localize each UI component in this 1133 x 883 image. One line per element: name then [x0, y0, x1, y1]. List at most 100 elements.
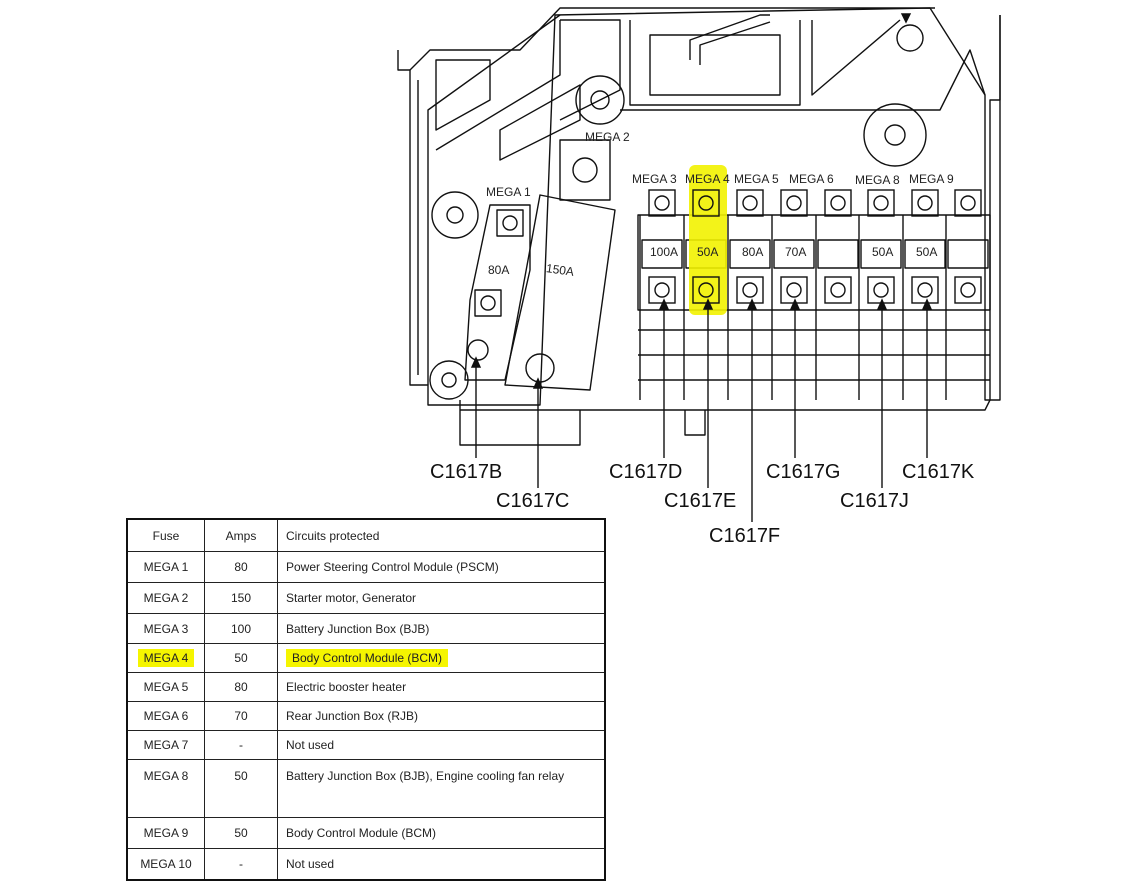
cell-amps: 50 [204, 817, 278, 849]
header-circuits: Circuits protected [277, 518, 606, 552]
cell-circuits: Power Steering Control Module (PSCM) [277, 551, 606, 583]
cell-fuse: MEGA 5 [126, 672, 205, 702]
cell-circuits: Body Control Module (BCM) [277, 817, 606, 849]
terminal-nut [654, 282, 670, 298]
cell-fuse-text: MEGA 9 [143, 826, 189, 840]
connector-label-c1617g: C1617G [766, 461, 841, 483]
cell-amps: 70 [204, 701, 278, 731]
cell-fuse-text: MEGA 2 [143, 591, 189, 605]
connector-label-c1617j: C1617J [840, 490, 909, 512]
connector-label-c1617c: C1617C [496, 490, 569, 512]
terminal-nut [830, 195, 846, 211]
fuse-bottom-terminal [780, 276, 808, 304]
terminal-nut [742, 282, 758, 298]
fuse-top-terminal [780, 189, 808, 217]
cell-circuits: Not used [277, 848, 606, 880]
cell-fuse: MEGA 8 [126, 759, 205, 818]
fuse-top-terminal [824, 189, 852, 217]
fuse-label-mega8: MEGA 8 [855, 173, 900, 187]
terminal-nut [917, 282, 933, 298]
table-row: MEGA 5 80 Electric booster heater [126, 672, 606, 702]
cell-amps-text: - [239, 738, 243, 752]
header-fuse: Fuse [126, 518, 205, 552]
table-row: MEGA 9 50 Body Control Module (BCM) [126, 817, 606, 849]
amp-label-mega9: 50A [916, 245, 937, 259]
cell-amps: 80 [204, 551, 278, 583]
fuse-body [904, 239, 946, 269]
fuse-top-terminal [692, 189, 720, 217]
cell-fuse: MEGA 3 [126, 613, 205, 644]
cell-fuse: MEGA 6 [126, 701, 205, 731]
terminal-nut [960, 195, 976, 211]
table-header-row: Fuse Amps Circuits protected [126, 518, 606, 552]
fuse-body [729, 239, 771, 269]
cell-amps: 50 [204, 759, 278, 818]
fuse-bottom-terminal [954, 276, 982, 304]
fuse-bottom-terminal [911, 276, 939, 304]
fuse-label-mega4: MEGA 4 [685, 172, 730, 186]
cell-fuse-text: MEGA 10 [140, 856, 192, 871]
cell-amps: 50 [204, 643, 278, 673]
connector-label-c1617b: C1617B [430, 461, 502, 483]
fuse-top-terminal [648, 189, 676, 217]
cell-circuits-text: Electric booster heater [286, 680, 407, 694]
cell-fuse-text: MEGA 8 [143, 769, 189, 783]
terminal-nut [654, 195, 670, 211]
cell-amps-text: 100 [230, 621, 252, 636]
fuse-top-terminal [867, 189, 895, 217]
cell-circuits-text: Not used [286, 738, 335, 752]
amp-label-mega5: 80A [742, 245, 763, 259]
cell-circuits-text: Body Control Module (BCM) [286, 826, 437, 840]
header-amps: Amps [204, 518, 278, 552]
terminal-nut [698, 195, 714, 211]
cell-circuits-text: Starter motor, Generator [286, 591, 417, 605]
cell-fuse-text: MEGA 5 [143, 680, 189, 694]
amp-label-mega4: 50A [697, 245, 718, 259]
cell-circuits-text: Power Steering Control Module (PSCM) [286, 560, 499, 574]
fuse-label-mega6: MEGA 6 [789, 172, 834, 186]
cell-fuse: MEGA 9 [126, 817, 205, 849]
amp-label-mega8: 50A [872, 245, 893, 259]
cell-circuits-text: Battery Junction Box (BJB), Engine cooli… [286, 769, 565, 783]
cell-circuits-text: Not used [286, 856, 335, 871]
terminal-nut [960, 282, 976, 298]
terminal-nut [873, 195, 889, 211]
fuse-body [947, 239, 989, 269]
fuse-body [860, 239, 902, 269]
connector-label-c1617k: C1617K [902, 461, 975, 483]
cell-circuits: Battery Junction Box (BJB), Engine cooli… [277, 759, 606, 818]
amp-label-mega2: 150A [545, 261, 575, 279]
cell-amps-text: 50 [234, 769, 248, 783]
fuse-bottom-terminal [736, 276, 764, 304]
cell-fuse: MEGA 2 [126, 582, 205, 614]
cell-fuse-text: MEGA 6 [143, 709, 189, 723]
cell-circuits-text: Battery Junction Box (BJB) [286, 621, 430, 636]
terminal-nut [873, 282, 889, 298]
fuse-body [817, 239, 859, 269]
amp-label-mega3: 100A [650, 245, 678, 259]
mega4-highlight [689, 165, 727, 315]
table-row: MEGA 3 100 Battery Junction Box (BJB) [126, 613, 606, 644]
cell-fuse: MEGA 4 [126, 643, 205, 673]
cell-amps: 100 [204, 613, 278, 644]
fuse-bottom-terminal [824, 276, 852, 304]
cell-circuits: Not used [277, 730, 606, 760]
cell-fuse-text: MEGA 4 [137, 649, 195, 667]
terminal-nut [698, 282, 714, 298]
terminal-nut [786, 195, 802, 211]
amp-label-mega1: 80A [488, 263, 509, 277]
terminal-nut [742, 195, 758, 211]
cell-fuse: MEGA 7 [126, 730, 205, 760]
fuse-bottom-terminal [648, 276, 676, 304]
cell-circuits: Starter motor, Generator [277, 582, 606, 614]
amp-label-mega6: 70A [785, 245, 806, 259]
cell-fuse-text: MEGA 3 [143, 621, 189, 636]
cell-amps-text: - [239, 856, 243, 871]
cell-circuits-text: Body Control Module (BCM) [286, 649, 449, 667]
fuse-label-mega2: MEGA 2 [585, 130, 630, 144]
cell-circuits: Body Control Module (BCM) [277, 643, 606, 673]
cell-amps: 80 [204, 672, 278, 702]
